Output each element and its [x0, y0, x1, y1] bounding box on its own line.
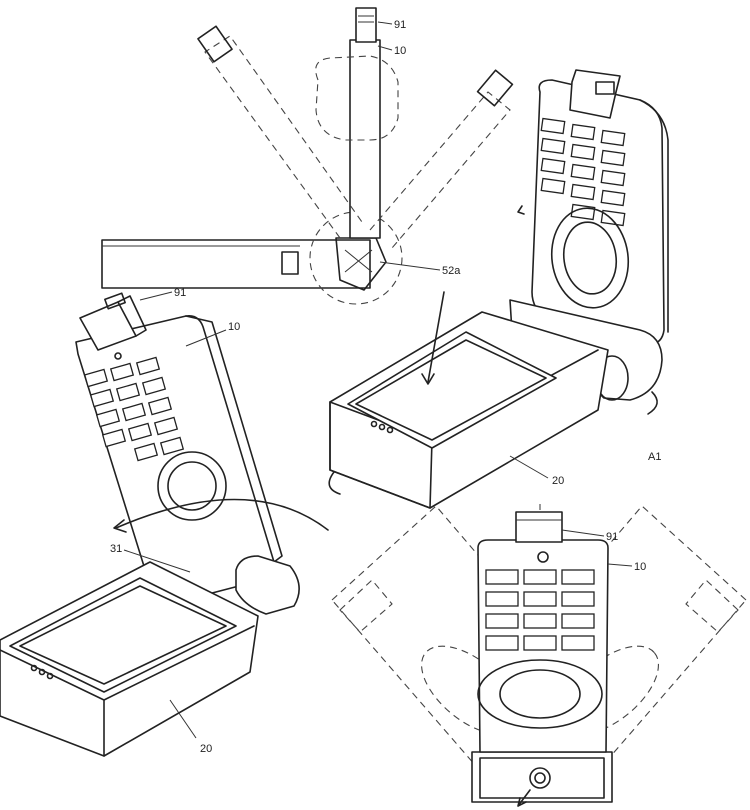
left-lid-dial-outer	[157, 451, 227, 521]
label-left-10: 10	[228, 321, 240, 333]
bottom-keypad	[485, 569, 595, 651]
right-keypad	[540, 117, 626, 227]
label-bottom-10: 10	[634, 561, 646, 573]
top-hand-outline	[315, 55, 399, 141]
label-top-52a: 52a	[442, 265, 461, 277]
label-top-91: 91	[394, 19, 406, 31]
bottom-base-button	[529, 767, 551, 789]
bottom-lid-oval-inner	[499, 669, 581, 719]
figure-left-tilted: 91 10 31 20	[0, 287, 329, 757]
bottom-lid-oval-outer	[477, 659, 603, 729]
bottom-lid-connector	[515, 511, 563, 543]
top-lid-right-tilt	[369, 91, 511, 249]
label-left-20: 20	[200, 743, 212, 755]
top-base-body	[101, 239, 371, 289]
figure-top-rotation: 91 10 52a	[101, 7, 514, 305]
right-lid-oval-outer	[550, 207, 630, 309]
right-lid-oval-inner	[562, 221, 618, 295]
label-right-20: 20	[552, 475, 564, 487]
left-lid-dial-inner	[167, 461, 217, 511]
figure-bottom-front: 91 10	[331, 504, 747, 807]
figure-right-open-phone: 20 A1	[328, 69, 669, 509]
label-right-a1: A1	[648, 451, 661, 463]
label-bottom-91: 91	[606, 531, 618, 543]
right-screen-frame	[347, 331, 557, 449]
bottom-base-body	[471, 751, 613, 803]
left-screen	[19, 585, 227, 685]
right-screen	[355, 339, 547, 441]
label-left-91: 91	[174, 287, 186, 299]
label-left-31: 31	[110, 543, 122, 555]
left-swing-arc	[115, 498, 329, 531]
left-screen-frame	[9, 577, 237, 693]
top-lid-connector	[355, 7, 377, 43]
left-hinge	[235, 555, 300, 615]
right-rotate-arrow-right	[647, 391, 658, 415]
top-lid-vertical	[349, 39, 381, 239]
top-lid-left-tilt	[204, 35, 363, 239]
right-rotate-arrow-left	[328, 471, 341, 495]
left-keypad	[83, 356, 185, 462]
label-top-10: 10	[394, 45, 406, 57]
